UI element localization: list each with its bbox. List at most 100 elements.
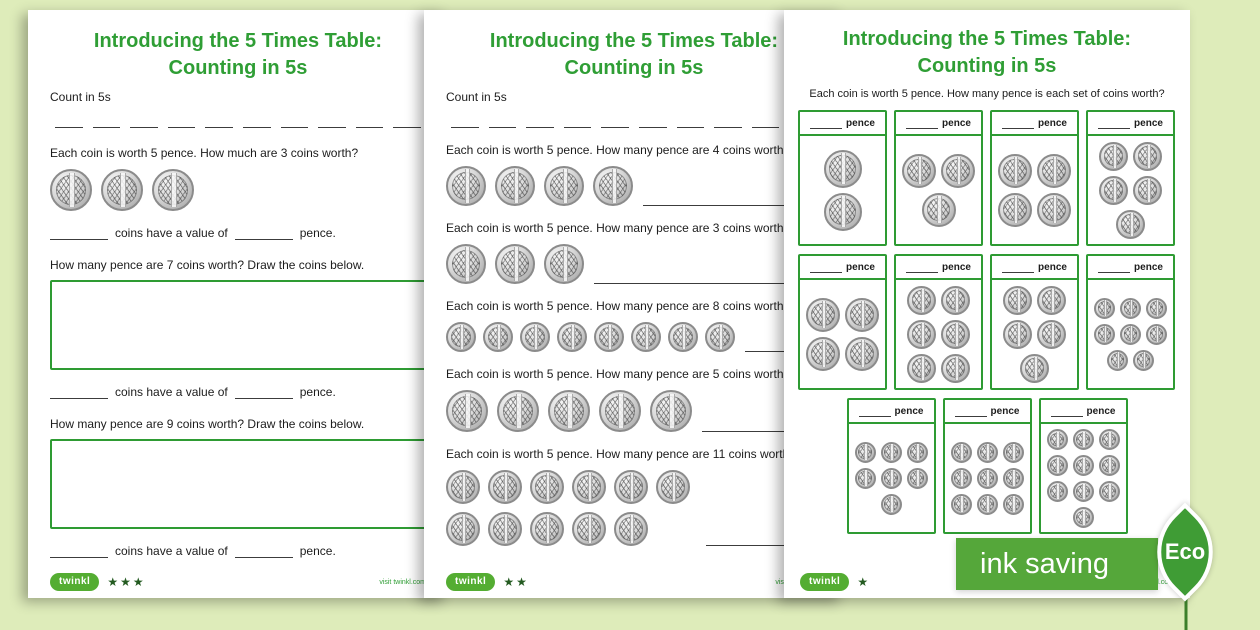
page-footer: twinkl ★★★ visit twinkl.com (50, 573, 426, 591)
sentence-text: coins have a value of (115, 544, 228, 558)
difficulty-stars: ★ (857, 575, 871, 589)
coin-set (849, 424, 934, 532)
counting-blank[interactable] (451, 116, 479, 128)
counting-blank[interactable] (280, 116, 309, 128)
five-pence-coin-icon (1037, 192, 1071, 227)
answer-blank[interactable] (706, 532, 822, 546)
counting-blank[interactable] (714, 116, 742, 128)
ink-saving-label: ink saving (980, 547, 1109, 580)
sentence-text: pence. (299, 226, 336, 240)
answer-blank[interactable] (906, 119, 939, 129)
question-3-text: How many pence are 9 coins worth? Draw t… (50, 417, 365, 431)
coin-set (446, 244, 584, 284)
counting-blank[interactable] (130, 116, 158, 128)
five-pence-coin-icon (1046, 481, 1068, 502)
answer-blank[interactable] (1098, 119, 1131, 129)
five-pence-coin-icon (650, 390, 692, 432)
five-pence-coin-icon (880, 467, 902, 489)
answer-blank[interactable] (810, 263, 843, 273)
answer-blank[interactable] (1050, 407, 1083, 417)
coin-set (50, 169, 194, 211)
five-pence-coin-icon (823, 192, 862, 231)
five-pence-coin-icon (976, 441, 998, 463)
counting-blank[interactable] (751, 116, 780, 128)
drawing-box[interactable] (50, 439, 426, 529)
counting-blank[interactable] (526, 116, 554, 128)
five-pence-coin-icon (572, 470, 606, 504)
answer-blank[interactable] (234, 386, 293, 399)
five-pence-coin-icon (614, 512, 648, 546)
five-pence-coin-icon (880, 493, 902, 515)
counting-blank[interactable] (563, 116, 592, 128)
pence-label: pence (1038, 118, 1067, 129)
answer-blank[interactable] (234, 227, 293, 240)
five-pence-coin-icon (1146, 323, 1167, 345)
five-pence-coin-icon (1094, 323, 1115, 345)
five-pence-coin-icon (941, 153, 975, 188)
page-title-line1: Introducing the 5 Times Table: (93, 30, 383, 52)
five-pence-coin-icon (446, 244, 486, 284)
answer-blank[interactable] (954, 407, 987, 417)
answer-blank[interactable] (50, 545, 108, 558)
question-1-text: Each coin is worth 5 pence. How much are… (50, 146, 359, 160)
answer-blank[interactable] (1002, 263, 1035, 273)
visit-link[interactable]: visit twinkl.com (379, 578, 426, 586)
answer-blank[interactable] (906, 263, 939, 273)
pence-label: pence (942, 262, 971, 273)
counting-blank[interactable] (676, 116, 705, 128)
pence-label: pence (942, 118, 971, 129)
five-pence-coin-icon (845, 336, 879, 371)
five-pence-coin-icon (1120, 323, 1141, 345)
counting-blank[interactable] (638, 116, 667, 128)
coin-set (1041, 424, 1126, 533)
five-pence-coin-icon (631, 322, 661, 352)
counting-blank[interactable] (488, 116, 517, 128)
answer-blank[interactable] (234, 545, 293, 558)
counting-blank[interactable] (318, 116, 346, 128)
answer-blank[interactable] (702, 418, 822, 432)
counting-blank[interactable] (167, 116, 196, 128)
five-pence-coin-icon (530, 512, 564, 546)
counting-blank[interactable] (601, 116, 629, 128)
page-title: Introducing the 5 Times Table: Counting … (798, 26, 1176, 80)
five-pence-coin-icon (854, 467, 876, 489)
five-pence-coin-icon (614, 470, 648, 504)
answer-blank[interactable] (594, 270, 822, 284)
five-pence-coin-icon (976, 467, 998, 489)
page-title-line1: Introducing the 5 Times Table: (842, 28, 1132, 50)
five-pence-coin-icon (976, 493, 998, 515)
five-pence-coin-icon (1072, 481, 1094, 502)
five-pence-coin-icon (557, 322, 587, 352)
page-title-line1: Introducing the 5 Times Table: (489, 30, 779, 52)
coin-set-card: pence (942, 398, 1032, 534)
five-pence-coin-icon (548, 390, 590, 432)
counting-blank-row (446, 116, 822, 128)
counting-blank[interactable] (205, 116, 233, 128)
counting-blank[interactable] (92, 116, 121, 128)
coin-set (800, 136, 885, 244)
twinkl-logo: twinkl (50, 573, 100, 591)
answer-blank[interactable] (745, 338, 822, 352)
answer-blank[interactable] (1098, 263, 1131, 273)
coin-set (896, 136, 981, 244)
coin-set (992, 136, 1077, 244)
answer-blank[interactable] (1002, 119, 1035, 129)
answer-blank[interactable] (50, 386, 108, 399)
five-pence-coin-icon (668, 322, 698, 352)
counting-blank[interactable] (242, 116, 271, 128)
pence-label: pence (990, 406, 1020, 417)
answer-blank[interactable] (643, 192, 822, 206)
pence-label: pence (846, 262, 875, 273)
page-footer: twinkl ★★ visit twinkl.com (446, 573, 822, 591)
five-pence-coin-icon (907, 285, 936, 315)
answer-blank[interactable] (810, 119, 843, 129)
counting-blank[interactable] (393, 116, 421, 128)
five-pence-coin-icon (483, 322, 513, 352)
five-pence-coin-icon (1046, 429, 1068, 450)
answer-blank[interactable] (858, 407, 891, 417)
counting-blank[interactable] (55, 116, 83, 128)
answer-blank[interactable] (50, 227, 108, 240)
drawing-box[interactable] (50, 280, 426, 370)
counting-blank[interactable] (355, 116, 384, 128)
coin-set (446, 470, 696, 546)
